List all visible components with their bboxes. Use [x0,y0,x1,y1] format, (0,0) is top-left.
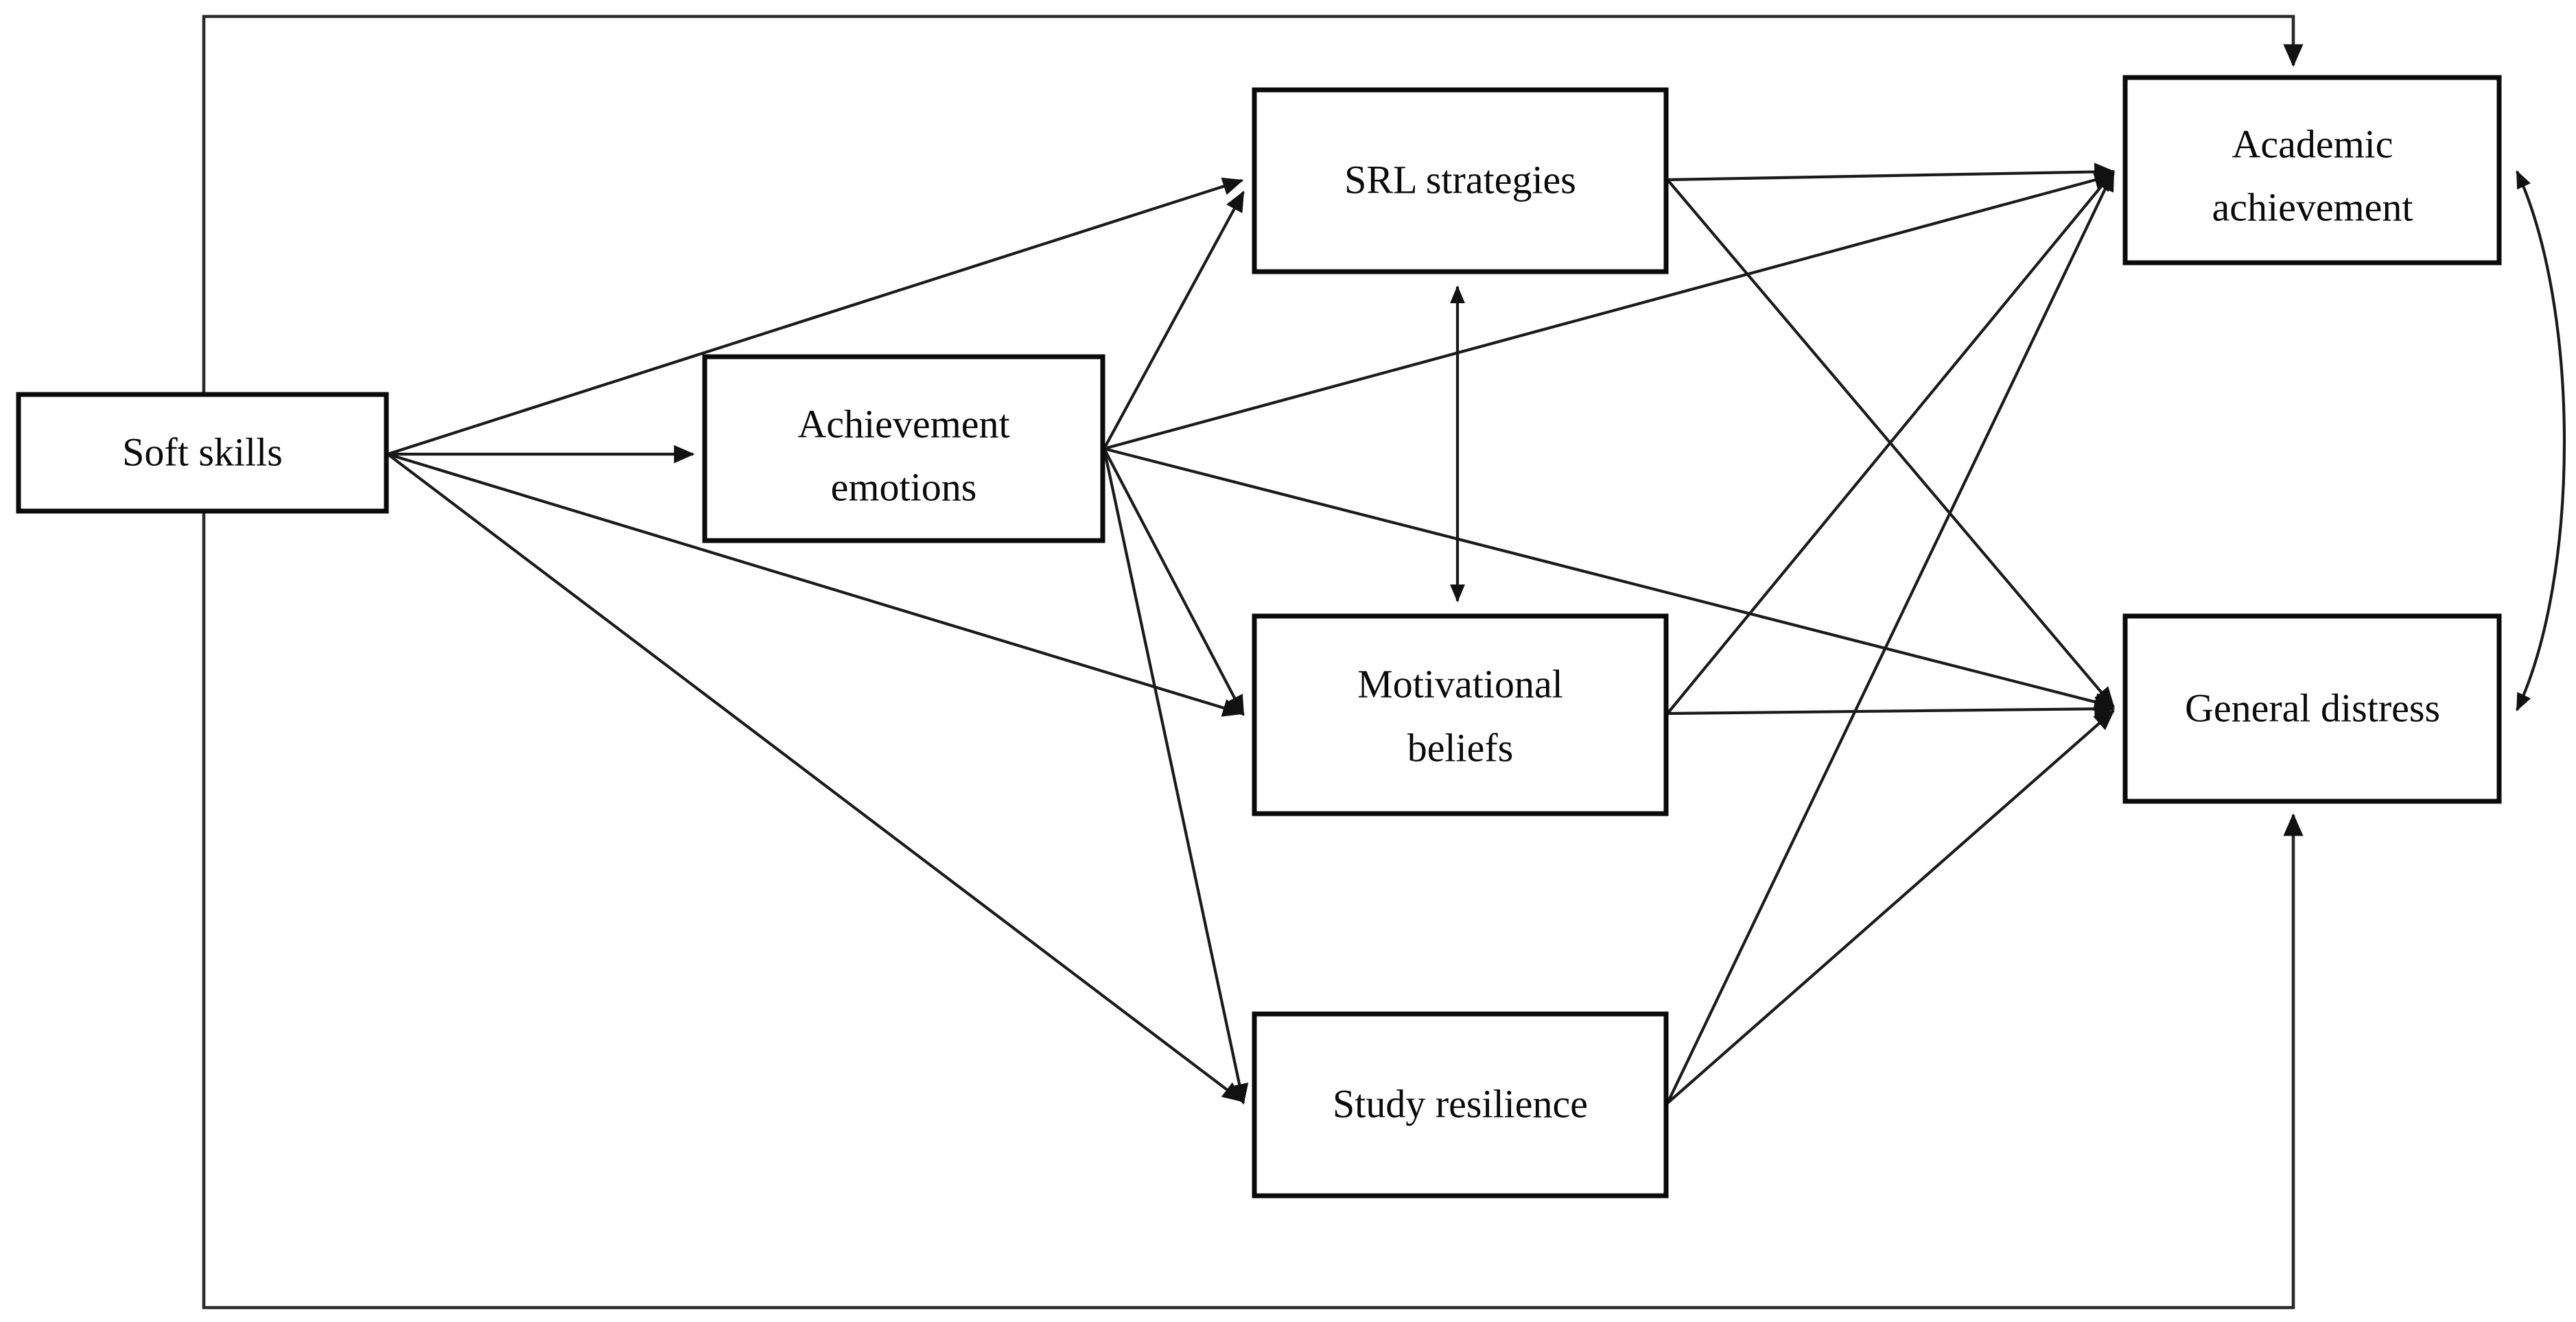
edge-soft-skills-to-study-resilience [386,453,1243,1102]
node-srl-strategies-label: SRL strategies [1344,157,1576,202]
node-soft-skills[interactable]: Soft skills [16,392,389,514]
edge-srl-strategies-to-academic-achievement [1667,163,2116,182]
edge-achievement-emotions-to-general-distress [1103,447,2116,711]
edge-group-soft-skills [386,177,1244,1102]
node-general-distress-box[interactable] [2122,613,2502,804]
node-motivational-beliefs-box[interactable] [1252,613,1669,816]
node-study-resilience[interactable]: Study resilience [1252,1011,1669,1199]
node-academic-achievement-label-line1: Academic [2232,121,2393,166]
node-achievement-emotions-label-line2: emotions [831,464,977,509]
edge-soft-skills-to-motivational-beliefs [387,452,1244,717]
node-study-resilience-box[interactable] [1252,1011,1669,1199]
edge-soft-skills-to-general-distress [202,454,2304,1310]
node-academic-achievement[interactable]: Academic achievement [2122,75,2502,265]
edge-study-resilience-to-academic-achievement [1666,169,2115,1104]
node-general-distress-label: General distress [2185,685,2440,730]
node-study-resilience-label: Study resilience [1333,1081,1588,1126]
node-srl-strategies-box[interactable] [1252,87,1669,274]
node-achievement-emotions[interactable]: Achievement emotions [702,354,1105,543]
edge-group-study-resilience [1666,169,2115,1105]
edge-motivational-beliefs-to-academic-achievement [1666,170,2115,715]
node-achievement-emotions-box[interactable] [702,354,1105,543]
node-motivational-beliefs-label-line1: Motivational [1357,661,1563,706]
edge-soft-skills-to-srl-strategies [387,177,1244,456]
node-academic-achievement-box[interactable] [2122,75,2502,265]
node-motivational-beliefs-label-line2: beliefs [1407,725,1514,770]
node-soft-skills-label: Soft skills [122,429,283,474]
edge-group-achievement-emotions [1102,171,2116,1105]
node-academic-achievement-label-line2: achievement [2212,185,2413,229]
node-achievement-emotions-label-line1: Achievement [797,401,1009,446]
edge-group-frame [202,14,2304,1310]
edge-achievement-emotions-to-motivational-beliefs [1103,448,1245,717]
node-general-distress[interactable]: General distress [2122,613,2502,804]
edge-soft-skills-to-academic-achievement [202,14,2304,454]
edge-academic-achievement-general-distress-bidirectional [2516,170,2566,711]
node-soft-skills-box[interactable] [16,392,389,514]
edge-achievement-emotions-to-srl-strategies [1103,190,1245,450]
edge-achievement-emotions-to-study-resilience [1102,448,1249,1105]
edge-motivational-beliefs-to-general-distress [1667,699,2116,718]
edge-study-resilience-to-general-distress [1666,709,2115,1105]
edge-achievement-emotions-to-academic-achievement [1103,171,2116,451]
edge-group-motivational-beliefs [1666,170,2116,718]
node-srl-strategies[interactable]: SRL strategies [1252,87,1669,274]
node-motivational-beliefs[interactable]: Motivational beliefs [1252,613,1669,816]
